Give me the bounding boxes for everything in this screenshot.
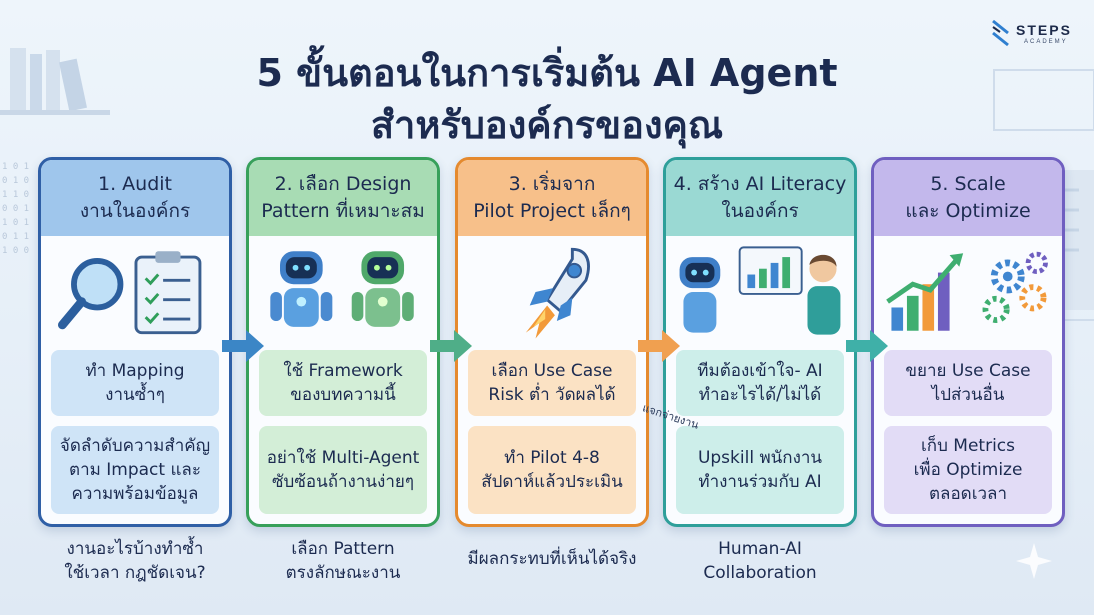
caption-line: เลือก Pattern (291, 539, 395, 559)
step-card-ai-literacy: 4. สร้าง AI Literacy ในองค์กร ทีมต้องเข้… (663, 157, 857, 527)
step-detail-box: อย่าใช้ Multi-Agent ซับซ้อนถ้างานง่ายๆ (259, 426, 427, 514)
caption-line: ตรงลักษณะงาน (285, 563, 401, 583)
box-line: Upskill พนักงาน (697, 448, 823, 468)
bookshelf-decoration (0, 48, 110, 115)
sparkle-icon (1016, 543, 1052, 579)
magnifier-checklist-icon (57, 251, 202, 335)
step-action-box: ใช้ Framework ของบทความนี้ (259, 350, 427, 416)
step-title: 5. Scale (930, 173, 1006, 195)
box-line: ซับซ้อนถ้างานง่ายๆ (272, 472, 414, 492)
step-subtitle: ในองค์กร (721, 200, 799, 222)
step-header: 5. Scale และ Optimize (874, 160, 1062, 236)
logo-name: STEPS (1016, 22, 1072, 38)
step-header: 4. สร้าง AI Literacy ในองค์กร (666, 160, 854, 236)
step-header: 1. Audit งานในองค์กร (41, 160, 229, 236)
arrow-right-icon (430, 330, 472, 362)
step-header: 2. เลือก Design Pattern ที่เหมาะสม (249, 160, 437, 236)
step-title: 3. เริ่มจาก (508, 173, 596, 195)
step-subtitle: งานในองค์กร (79, 200, 191, 222)
box-line: เพื่อ Optimize (913, 460, 1023, 480)
arrow-right-icon (222, 330, 264, 362)
step-subtitle: Pilot Project เล็กๆ (473, 200, 631, 222)
step-action-box: ขยาย Use Case ไปส่วนอื่น (884, 350, 1052, 416)
growth-chart-gears-icon (886, 251, 1048, 331)
logo-mark-icon (992, 19, 1009, 47)
step-action-box: ทำ Mapping งานซ้ำๆ (51, 350, 219, 416)
step-detail-box: Upskill พนักงาน ทำงานร่วมกับ AI (676, 426, 844, 514)
caption-line: Collaboration (703, 563, 817, 583)
arrow-right-icon (846, 330, 888, 362)
steps-academy-logo: STEPS ACADEMY (990, 18, 1086, 50)
logo-subtitle: ACADEMY (1024, 39, 1068, 45)
caption-line: มีผลกระทบที่เห็นได้จริง (467, 549, 637, 569)
box-line: ทำอะไรได้/ไม่ได้ (698, 385, 822, 405)
binary-decoration: 1 0 1 0 1 0 1 1 0 0 0 1 1 0 1 0 1 1 1 0 … (2, 162, 30, 256)
arrow-right-icon (638, 330, 680, 362)
two-robots-icon (270, 251, 414, 327)
step-title: 1. Audit (98, 173, 172, 195)
step-caption: งานอะไรบ้างทำซ้ำ ใช้เวลา กฎชัดเจน? (38, 537, 232, 585)
caption-line: ใช้เวลา กฎชัดเจน? (64, 563, 206, 583)
caption-line: งานอะไรบ้างทำซ้ำ (66, 539, 204, 559)
robot-human-chart-icon (679, 246, 841, 335)
box-line: ใช้ Framework (283, 361, 403, 381)
box-line: จัดลำดับความสำคัญ (59, 436, 211, 456)
step-card-scale: 5. Scale และ Optimize ขยาย Use Case ไปส่… (871, 157, 1065, 527)
step-detail-box: เก็บ Metrics เพื่อ Optimize ตลอดเวลา (884, 426, 1052, 514)
step-detail-box: จัดลำดับความสำคัญ ตาม Impact และ ความพร้… (51, 426, 219, 514)
page-subtitle: สำหรับองค์กรของคุณ (370, 103, 724, 147)
box-line: Risk ต่ำ วัดผลได้ (488, 385, 616, 405)
box-line: ไปส่วนอื่น (931, 385, 1005, 405)
step-card-pilot: 3. เริ่มจาก Pilot Project เล็กๆ เลือก Us… (455, 157, 649, 527)
box-line: ตลอดเวลา (928, 484, 1008, 504)
box-line: เก็บ Metrics (920, 436, 1015, 456)
step-title: 2. เลือก Design (274, 173, 412, 195)
box-line: ขยาย Use Case (905, 361, 1031, 381)
rocket-icon (525, 247, 590, 339)
box-line: ความพร้อมข้อมูล (71, 484, 199, 504)
box-line: ทำงานร่วมกับ AI (698, 472, 822, 492)
box-line: ทีมต้องเข้าใจ- AI (697, 361, 823, 381)
step-card-audit: 1. Audit งานในองค์กร ทำ Mapping งานซ้ำๆ … (38, 157, 232, 527)
step-detail-box: ทำ Pilot 4-8 สัปดาห์แล้วประเมิน (468, 426, 636, 514)
box-line: ตาม Impact และ (69, 460, 201, 480)
step-title: 4. สร้าง AI Literacy (673, 173, 847, 195)
page-title: 5 ขั้นตอนในการเริ่มต้น AI Agent (256, 51, 838, 95)
step-action-box: ทีมต้องเข้าใจ- AI ทำอะไรได้/ไม่ได้ (676, 350, 844, 416)
box-line: อย่าใช้ Multi-Agent (266, 448, 420, 468)
step-caption: เลือก Pattern ตรงลักษณะงาน (246, 537, 440, 585)
caption-line: Human-AI (718, 539, 802, 559)
box-line: ทำ Pilot 4-8 (504, 448, 600, 468)
step-caption: Human-AI Collaboration (663, 537, 857, 585)
step-header: 3. เริ่มจาก Pilot Project เล็กๆ (458, 160, 646, 236)
box-line: ของบทความนี้ (290, 385, 396, 405)
box-line: เลือก Use Case (491, 361, 613, 381)
box-line: สัปดาห์แล้วประเมิน (481, 472, 623, 492)
box-line: ทำ Mapping (85, 361, 185, 381)
step-subtitle: และ Optimize (905, 200, 1031, 222)
step-card-design-pattern: 2. เลือก Design Pattern ที่เหมาะสม ใช้ F… (246, 157, 440, 527)
box-line: งานซ้ำๆ (105, 385, 165, 405)
step-subtitle: Pattern ที่เหมาะสม (261, 200, 425, 222)
step-action-box: เลือก Use Case Risk ต่ำ วัดผลได้ (468, 350, 636, 416)
step-caption: มีผลกระทบที่เห็นได้จริง (445, 547, 659, 571)
